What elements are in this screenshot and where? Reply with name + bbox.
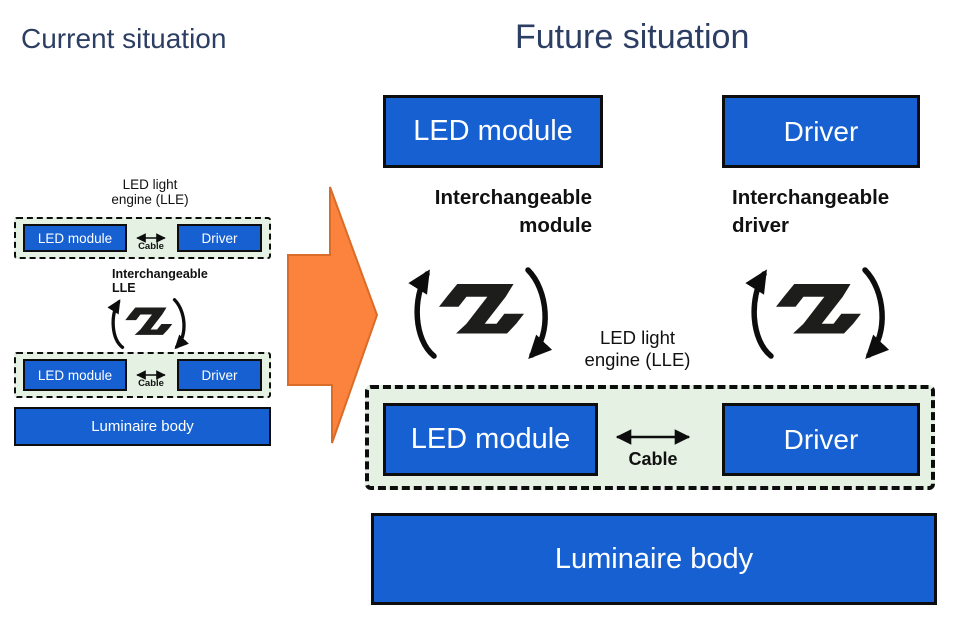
- orange-right-block-arrow-icon: [287, 186, 379, 444]
- current-lle-caption-line2: engine (LLE): [111, 192, 189, 207]
- future-driver-box-top: Driver: [722, 95, 920, 168]
- double-headed-arrow-icon: [615, 429, 691, 445]
- led-module-label: LED module: [413, 115, 573, 147]
- future-driver-box-inner: Driver: [722, 403, 920, 476]
- current-interchangeable-caption: Interchangeable LLE: [112, 267, 208, 295]
- driver-label: Driver: [201, 367, 238, 383]
- current-interchangeable-line1: Interchangeable: [112, 267, 208, 281]
- current-driver-box-bottom: Driver: [177, 359, 262, 391]
- interchangeable-module-caption: Interchangeable module: [395, 184, 592, 240]
- zhaga-z-logo-icon: [439, 284, 524, 334]
- double-headed-arrow-icon: [136, 370, 166, 380]
- future-lle-caption-line1: LED light: [599, 327, 676, 348]
- cable-label: Cable: [628, 449, 678, 469]
- zhaga-z-logo-icon: [125, 307, 173, 335]
- interchangeable-module-line2: module: [519, 214, 592, 237]
- current-lle-caption: LED light engine (LLE): [70, 177, 230, 207]
- interchangeable-driver-line2: driver: [732, 214, 789, 237]
- luminaire-body-label: Luminaire body: [554, 542, 754, 575]
- interchangeable-driver-caption: Interchangeable driver: [732, 184, 932, 240]
- current-luminaire-body-box: Luminaire body: [14, 407, 271, 446]
- current-interchangeable-line2: LLE: [112, 281, 136, 295]
- future-led-module-box-inner: LED module: [383, 403, 598, 476]
- driver-label: Driver: [783, 115, 859, 147]
- zhaga-rotation-logo-small: [107, 298, 189, 350]
- cable-label: Cable: [138, 378, 164, 389]
- future-lle-caption-line2: engine (LLE): [584, 349, 691, 370]
- current-led-module-box-bottom: LED module: [23, 359, 127, 391]
- zhaga-rotation-logo-driver: [745, 267, 890, 359]
- future-situation-title: Future situation: [515, 18, 750, 56]
- interchangeable-driver-line1: Interchangeable: [732, 186, 890, 209]
- luminaire-body-label: Luminaire body: [91, 418, 194, 435]
- led-module-label: LED module: [37, 367, 113, 383]
- future-led-module-box-top: LED module: [383, 95, 603, 168]
- cable-label: Cable: [138, 241, 164, 252]
- future-luminaire-body-box: Luminaire body: [371, 513, 937, 605]
- future-lle-caption: LED light engine (LLE): [560, 327, 715, 371]
- driver-label: Driver: [783, 423, 859, 455]
- current-led-module-box-top: LED module: [23, 224, 127, 252]
- current-lle-caption-line1: LED light: [122, 177, 178, 192]
- current-driver-box-top: Driver: [177, 224, 262, 252]
- current-situation-title: Current situation: [21, 23, 227, 54]
- led-module-label: LED module: [410, 423, 571, 455]
- led-module-label: LED module: [37, 230, 113, 246]
- interchangeable-module-line1: Interchangeable: [434, 186, 592, 209]
- zhaga-rotation-logo-module: [408, 267, 553, 359]
- double-headed-arrow-icon: [136, 233, 166, 243]
- driver-label: Driver: [201, 230, 238, 246]
- zhaga-z-logo-icon: [776, 284, 861, 334]
